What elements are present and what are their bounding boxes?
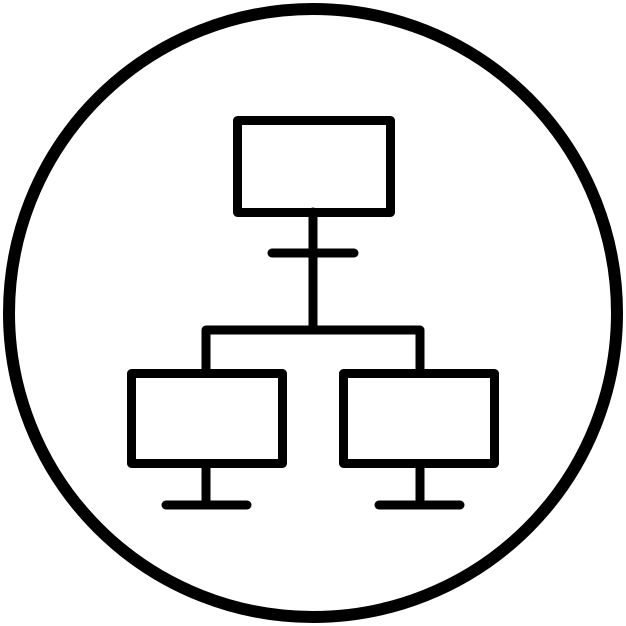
outer-circle xyxy=(3,3,623,623)
left-monitor-icon xyxy=(127,369,287,510)
right-monitor-icon xyxy=(339,369,499,510)
right-monitor-screen xyxy=(339,369,499,468)
top-monitor-icon xyxy=(233,116,395,335)
top-monitor-screen xyxy=(233,116,395,217)
branch-connector xyxy=(201,325,425,377)
left-monitor-screen xyxy=(127,369,287,468)
